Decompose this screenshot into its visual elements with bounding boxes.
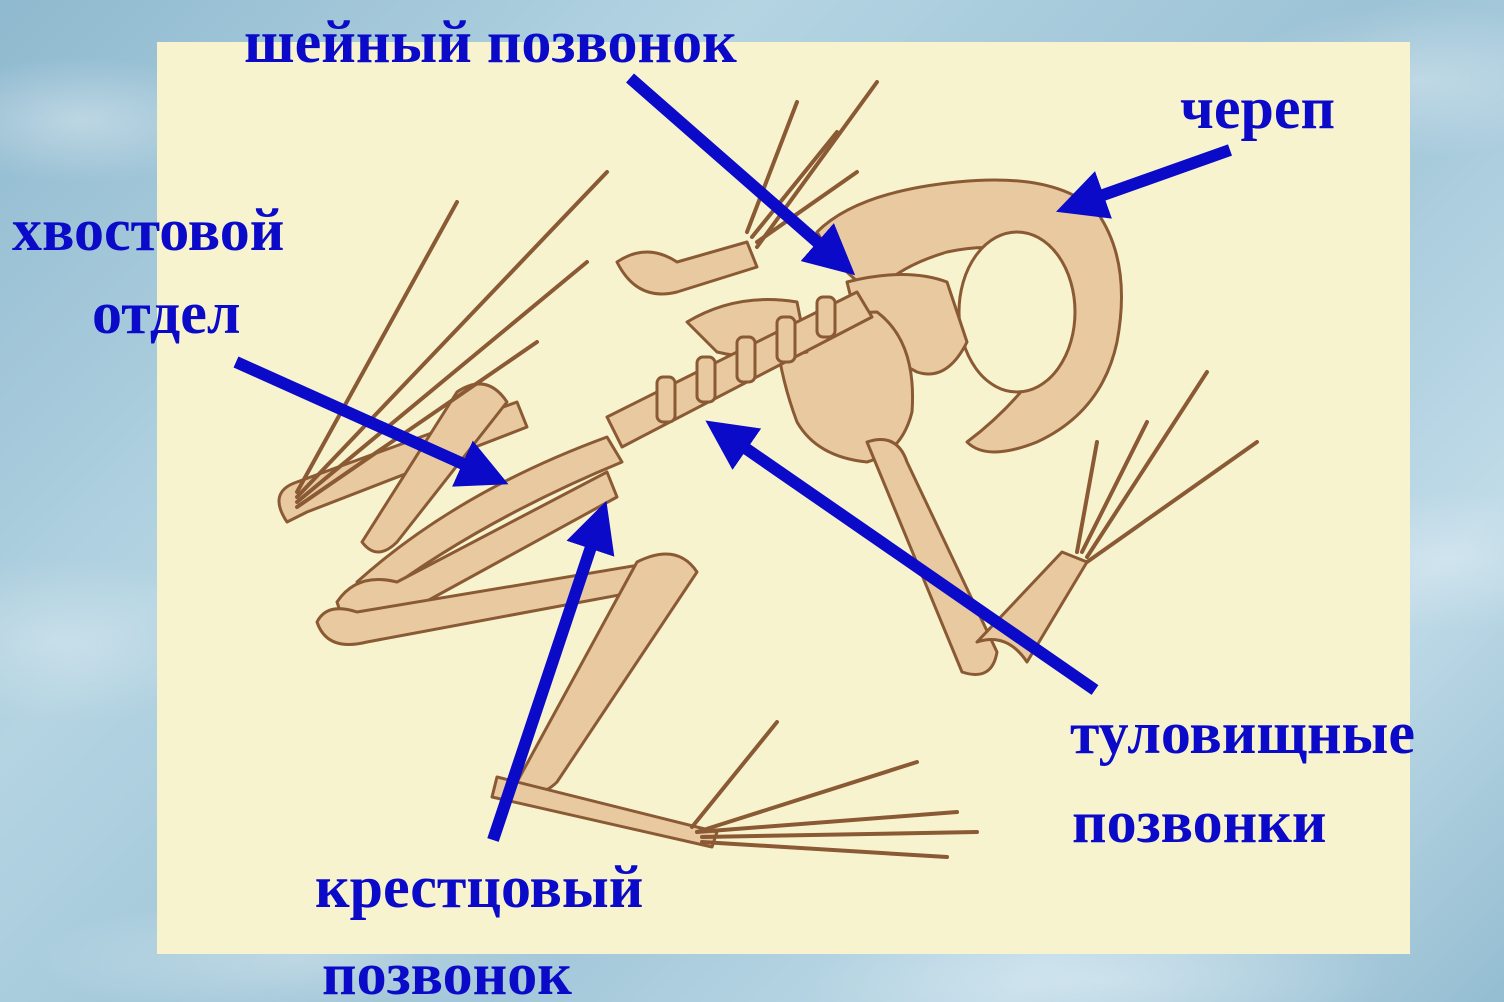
label-sacral-vertebra-line2: позвонок [322,944,572,1002]
arrow-skull [1075,150,1230,205]
label-sacral-vertebra-line1: крестцовый [315,857,643,917]
label-trunk-vertebrae-line2: позвонки [1072,792,1326,852]
label-neck-vertebra: шейный позвонок [244,12,737,72]
label-trunk-vertebrae-line1: туловищные [1070,703,1415,763]
arrow-tail-section [236,362,490,476]
label-skull: череп [1180,78,1335,138]
arrow-neck-vertebra [630,78,840,262]
label-tail-section-line1: хвостовой [12,200,284,260]
arrow-sacral-vertebra [493,520,600,840]
arrow-trunk-vertebrae [722,432,1095,690]
label-tail-section-line2: отдел [92,283,241,343]
